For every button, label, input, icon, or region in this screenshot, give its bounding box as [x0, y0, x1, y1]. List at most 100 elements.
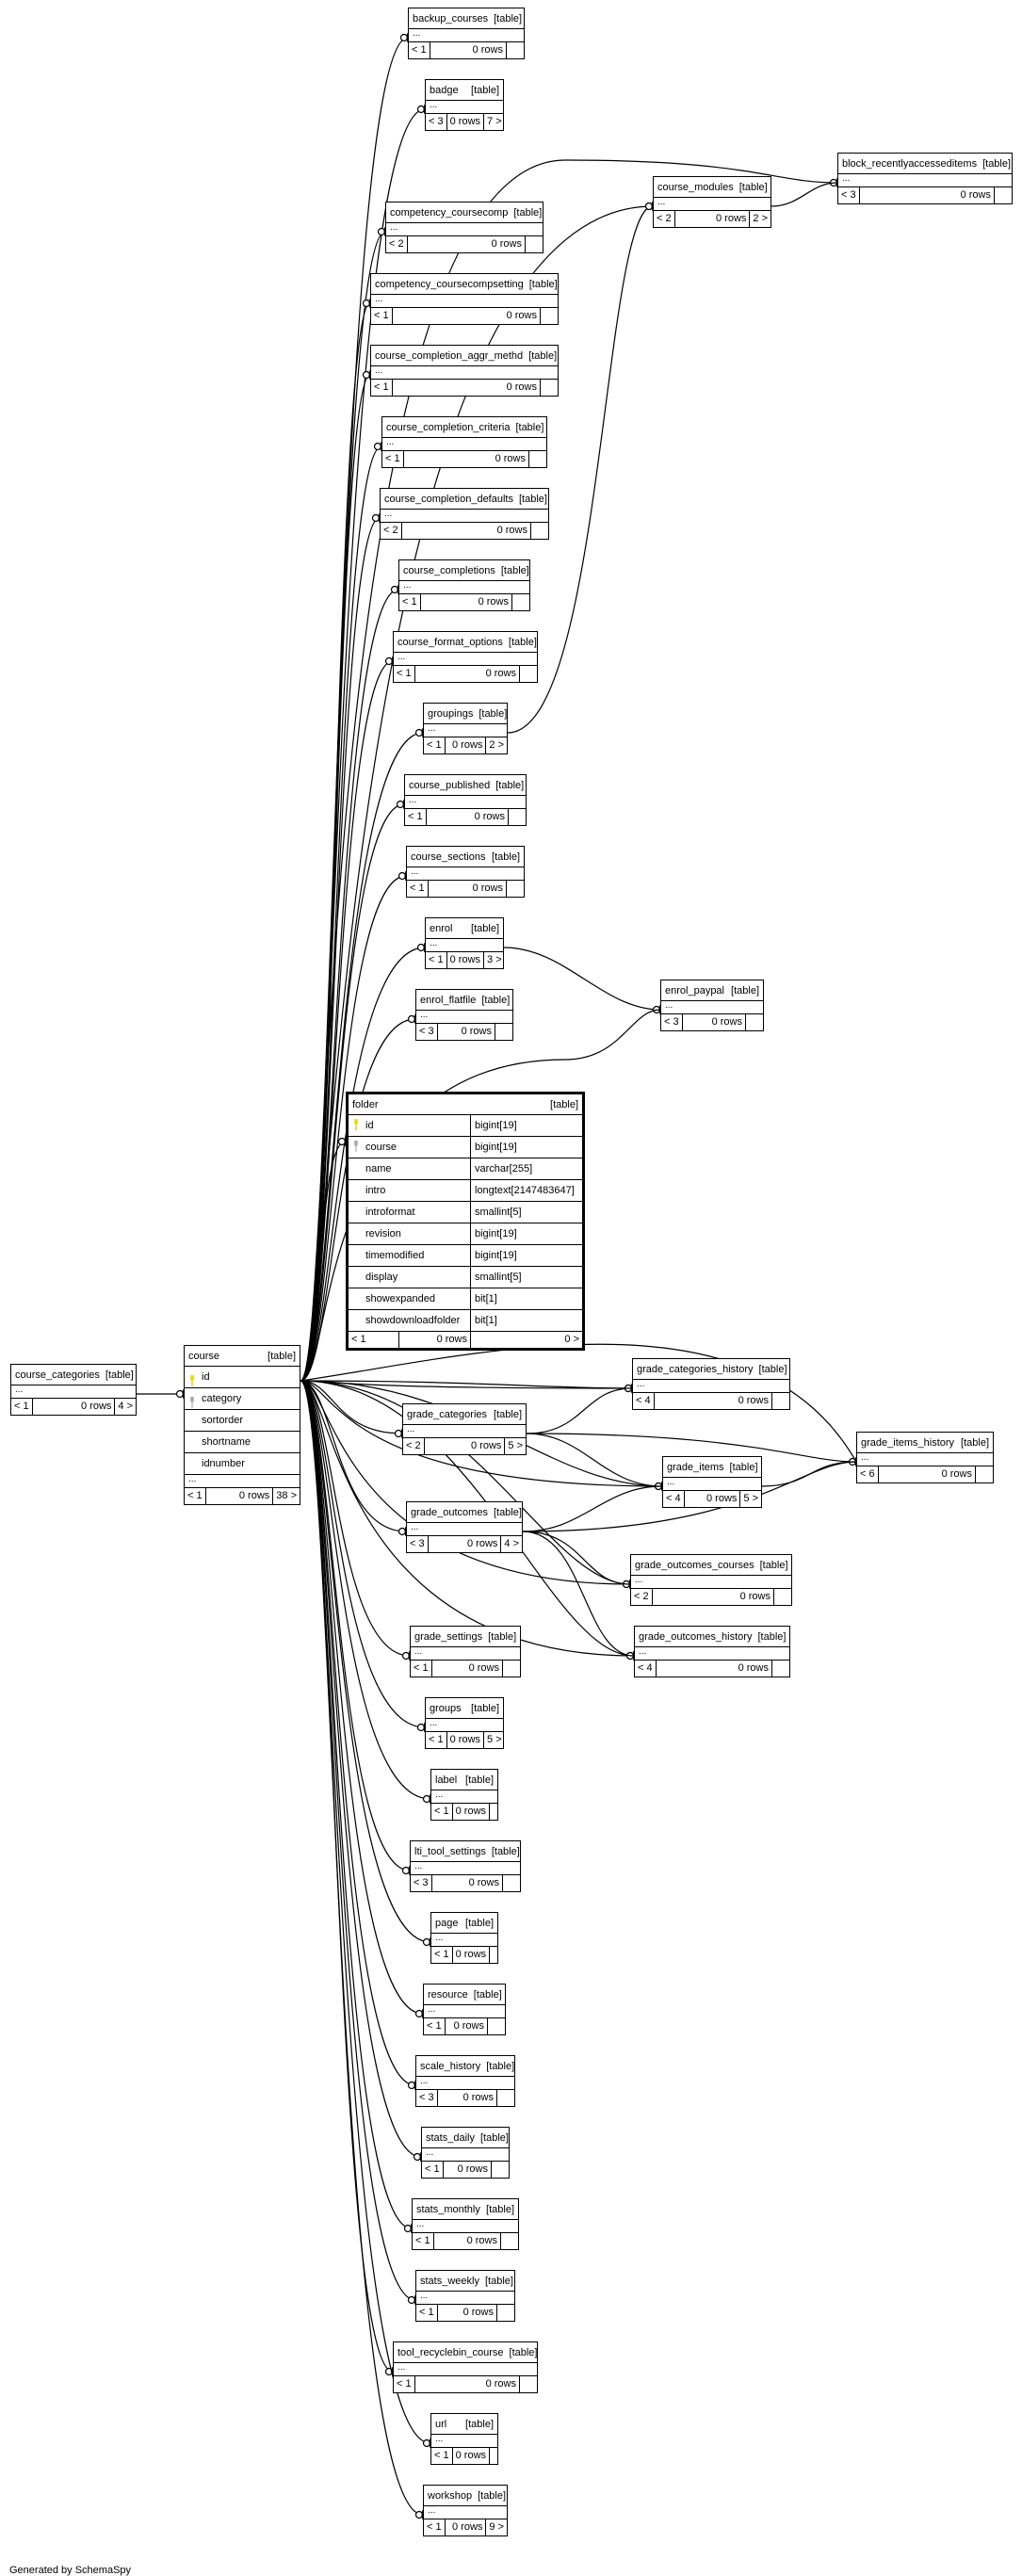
children-count[interactable]: 38 > [276, 1490, 297, 1501]
children-count[interactable] [772, 1393, 789, 1409]
parents-count[interactable]: < 1 [394, 666, 415, 682]
parents-count[interactable]: < 1 [409, 42, 430, 58]
parents-count[interactable]: < 6 [857, 1466, 879, 1482]
parents-count[interactable]: < 1 [424, 737, 446, 753]
parents-count[interactable]: < 3 [407, 1536, 429, 1552]
parents-count[interactable]: < 3 [838, 187, 860, 203]
children-count[interactable] [497, 2090, 514, 2106]
parents-count[interactable]: < 1 [407, 881, 429, 897]
children-count[interactable]: 9 > [489, 2521, 504, 2533]
parents-count[interactable]: < 3 [411, 1875, 432, 1891]
parents-count[interactable]: < 1 [405, 809, 427, 825]
parents-count[interactable]: < 1 [185, 1488, 206, 1504]
parents-count[interactable]: < 2 [386, 236, 408, 252]
parents-count[interactable]: < 1 [431, 1947, 453, 1963]
parents-count[interactable]: < 1 [411, 1661, 432, 1677]
children-count[interactable] [531, 523, 548, 539]
parents-count[interactable]: < 2 [381, 523, 402, 539]
children-count[interactable] [520, 666, 537, 682]
parents-count[interactable]: < 1 [431, 1804, 453, 1820]
parents-count[interactable]: < 4 [663, 1491, 685, 1507]
children-count[interactable] [503, 1661, 520, 1677]
table-course-completion-aggr-methd[interactable]: course_completion_aggr_methd[table]...< … [370, 345, 559, 397]
parents-count[interactable]: < 1 [416, 2305, 438, 2321]
children-count[interactable]: 0 > [564, 1334, 579, 1345]
children-count[interactable] [490, 1804, 507, 1820]
parents-count[interactable]: < 1 [382, 451, 404, 467]
parents-count[interactable]: < 1 [394, 2376, 415, 2392]
children-count[interactable]: 4 > [118, 1401, 133, 1412]
parents-count[interactable]: < 2 [631, 1589, 653, 1605]
table-block-recentlyaccesseditems[interactable]: block_recentlyaccesseditems[table]...< 3… [837, 153, 1013, 204]
children-count[interactable]: 7 > [487, 116, 502, 127]
children-count[interactable] [541, 380, 558, 396]
parents-count[interactable]: < 1 [422, 2162, 444, 2178]
children-count[interactable] [497, 2305, 514, 2321]
children-count[interactable] [774, 1589, 791, 1605]
parents-count[interactable]: < 1 [426, 952, 447, 968]
children-count[interactable] [490, 1947, 507, 1963]
parents-count[interactable]: < 3 [416, 1024, 438, 1040]
parents-count[interactable]: < 1 [413, 2233, 434, 2249]
children-count[interactable] [509, 809, 526, 825]
parents-count[interactable]: < 3 [426, 114, 447, 130]
parents-count[interactable]: < 1 [431, 2448, 453, 2464]
parents-count[interactable]: < 2 [654, 211, 675, 227]
parents-count[interactable]: < 1 [371, 308, 393, 324]
children-count[interactable] [501, 2233, 518, 2249]
children-count[interactable]: 5 > [487, 1734, 502, 1745]
parents-count[interactable]: < 1 [426, 1732, 447, 1748]
parents-count[interactable]: < 1 [424, 2519, 446, 2535]
children-count[interactable] [526, 236, 543, 252]
children-count[interactable] [490, 2448, 507, 2464]
children-count[interactable] [495, 1024, 512, 1040]
children-count[interactable] [503, 1875, 520, 1891]
parents-count[interactable]: < 2 [403, 1438, 425, 1454]
children-count[interactable]: 4 > [504, 1538, 519, 1549]
children-count[interactable] [507, 881, 524, 897]
children-count[interactable] [995, 187, 1012, 203]
parents-count[interactable]: < 1 [424, 2018, 446, 2034]
parents-count[interactable]: < 1 [11, 1399, 33, 1415]
parents-count[interactable]: < 4 [633, 1393, 655, 1409]
children-count[interactable] [529, 451, 546, 467]
parents-count[interactable]: < 3 [661, 1014, 683, 1030]
children-count[interactable]: 2 > [753, 213, 768, 224]
children-count[interactable] [746, 1014, 763, 1030]
parents-count[interactable]: < 1 [371, 380, 393, 396]
children-count[interactable]: 5 > [508, 1440, 523, 1451]
children-count[interactable] [492, 2162, 509, 2178]
children-count[interactable] [541, 308, 558, 324]
